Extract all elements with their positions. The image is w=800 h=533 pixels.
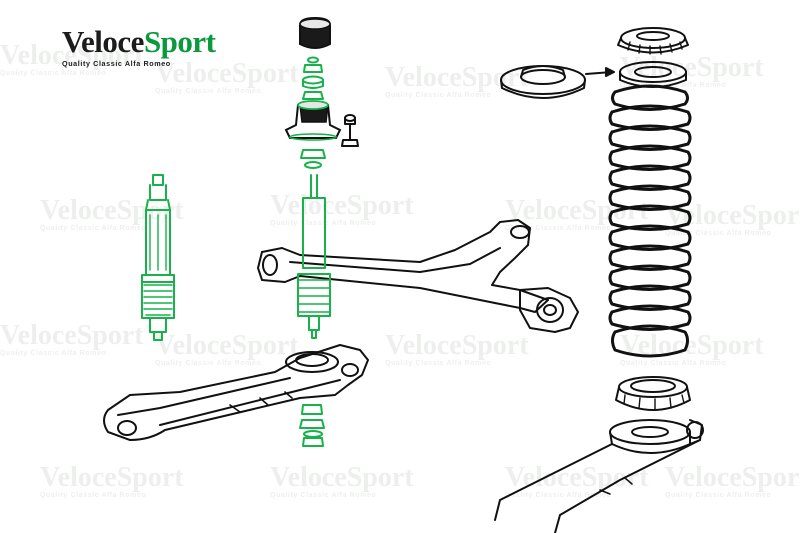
logo-tagline: Quality Classic Alfa Romeo (62, 59, 171, 68)
brand-logo: VeloceSport Quality Classic Alfa Romeo (62, 26, 242, 76)
coil-spring (608, 84, 692, 358)
shock-top-cap (299, 16, 331, 49)
spring-top-seat (617, 27, 689, 55)
shock-upper-mount (284, 100, 342, 141)
shock-mount-bushings (299, 56, 326, 447)
shock-absorber-installed (297, 174, 331, 339)
spring-bottom-seat (615, 376, 691, 411)
mount-bolt (341, 114, 359, 147)
arrow-head (605, 67, 615, 77)
lower-arm-right (494, 419, 704, 533)
upper-wishbone (257, 219, 579, 333)
shock-absorber (141, 174, 175, 341)
logo-wordmark: VeloceSport (62, 24, 216, 59)
lower-wishbone (103, 344, 369, 441)
upper-mount-cup (500, 65, 586, 99)
spring-insulator (619, 61, 687, 88)
